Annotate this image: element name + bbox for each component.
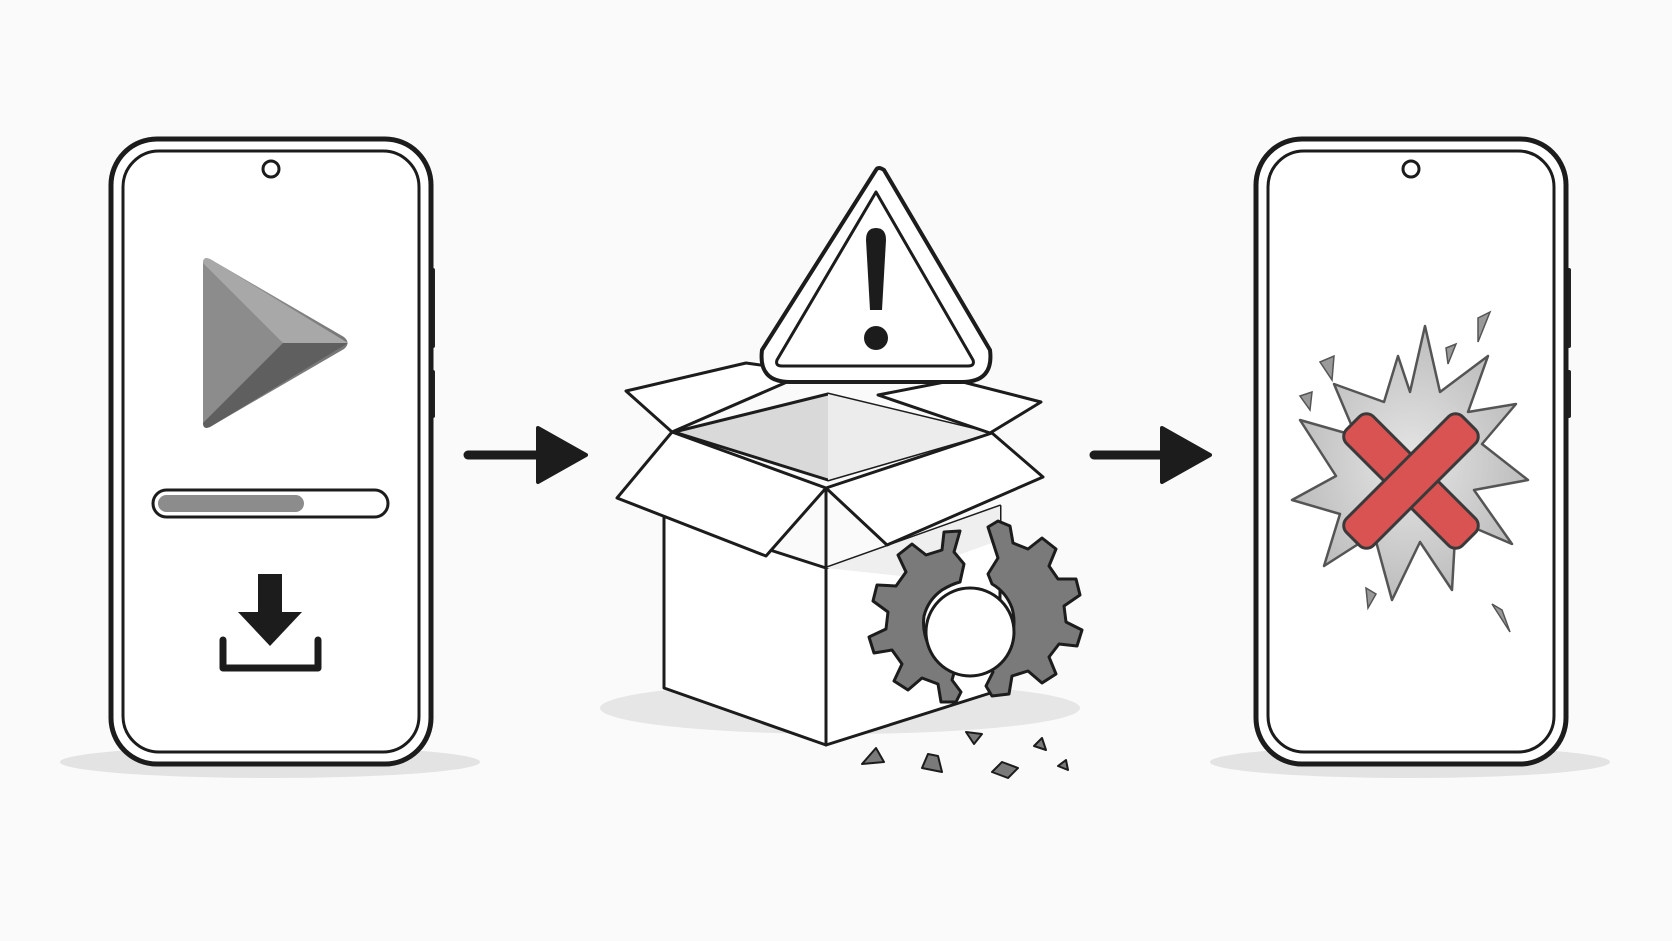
error-x-icon	[1342, 412, 1480, 550]
corrupted-package	[615, 166, 1084, 779]
gear-debris-1	[861, 747, 885, 765]
gear-debris-5	[1057, 759, 1069, 771]
gear-debris-3	[991, 761, 1019, 779]
phone-left-screen	[121, 149, 421, 754]
box-interior-shade	[828, 394, 990, 480]
box-right-face-shadow	[826, 506, 1000, 576]
burst-spark-1	[1477, 310, 1492, 343]
warning-icon	[759, 166, 993, 384]
burst-spark-6	[1298, 390, 1313, 413]
box-flap-right	[824, 431, 1045, 547]
box-flap-left	[615, 430, 828, 558]
progress-fill	[158, 495, 304, 512]
phone-install-failed	[1253, 136, 1571, 767]
gear-debris-2	[921, 753, 943, 773]
phone-left-camera	[261, 159, 281, 179]
play-store-icon	[203, 258, 348, 428]
burst-spark-5	[1491, 603, 1511, 633]
gear-hole	[924, 586, 1016, 678]
burst-spark-4	[1365, 586, 1378, 611]
download-icon	[219, 574, 322, 672]
phone-right-camera	[1401, 159, 1421, 179]
gear-debris-4	[1033, 737, 1047, 751]
broken-gear-icon	[861, 519, 1084, 779]
gear-debris-6	[965, 731, 983, 745]
burst-spark-2	[1445, 342, 1458, 365]
arrow-right-2	[1089, 426, 1212, 484]
burst-spark-3	[1318, 354, 1335, 383]
phone-download	[108, 136, 435, 767]
arrow-right-1	[463, 426, 588, 484]
progress-bar	[151, 488, 390, 519]
